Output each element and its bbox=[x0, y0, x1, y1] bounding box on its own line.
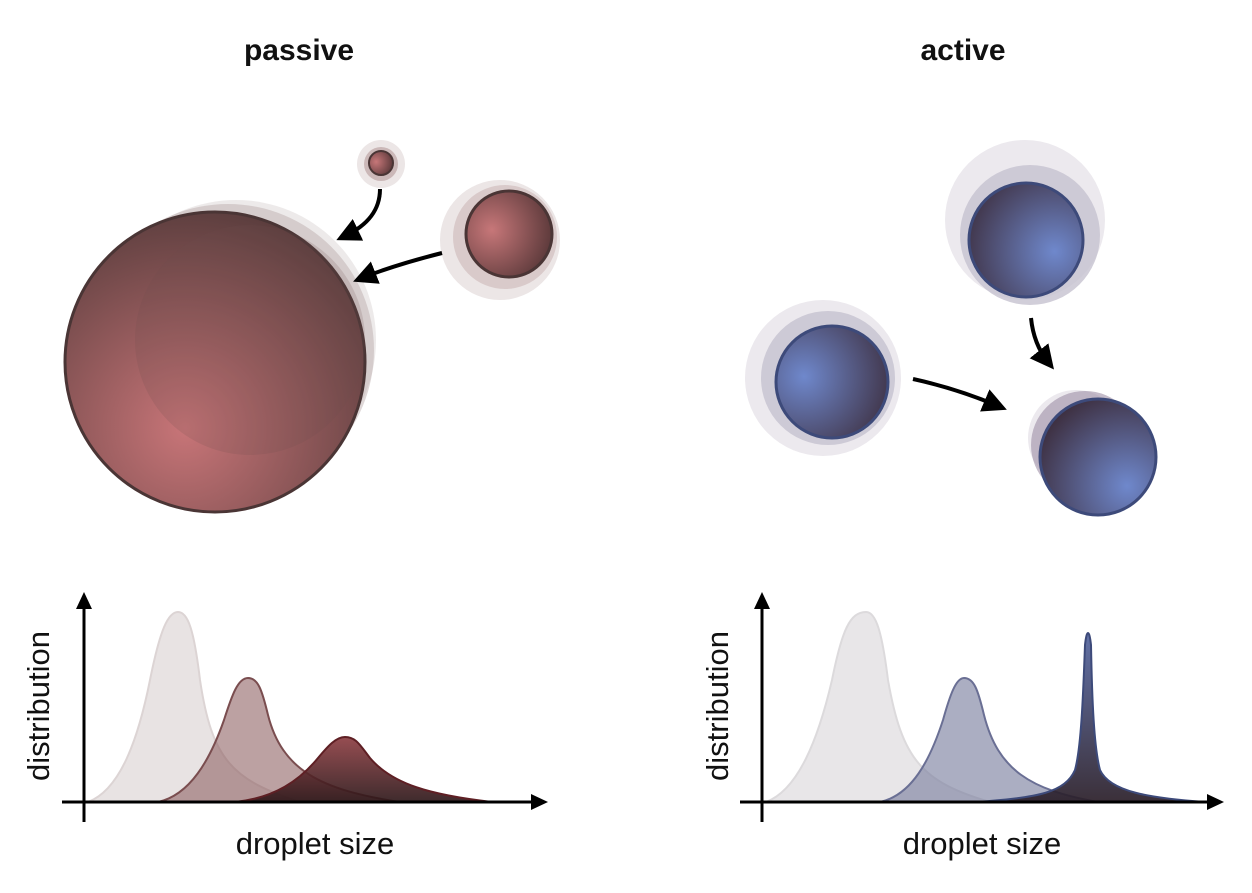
passive-arrow-medium-to-large bbox=[353, 251, 443, 284]
active-arrow-top-to-target bbox=[1029, 317, 1054, 370]
passive-x-axis-label: droplet size bbox=[235, 826, 395, 861]
active-curve-final bbox=[974, 631, 1206, 803]
passive-y-axis-arrowhead bbox=[76, 592, 92, 609]
passive-large-droplet-inner-ghost bbox=[135, 225, 365, 455]
passive-curve-final bbox=[234, 735, 493, 803]
active-top-droplet bbox=[967, 181, 1085, 299]
passive-y-axis-label: distribution bbox=[21, 631, 56, 781]
active-target-droplet bbox=[1038, 397, 1158, 517]
passive-small-droplet bbox=[368, 150, 394, 176]
active-y-axis-label: distribution bbox=[700, 631, 735, 781]
passive-droplets bbox=[63, 140, 560, 514]
active-curve-intermediate bbox=[879, 676, 1099, 803]
active-distribution-plot bbox=[740, 592, 1224, 822]
passive-arrow-small-to-large bbox=[336, 188, 382, 241]
active-panel-title: active bbox=[920, 34, 1006, 67]
passive-distribution-plot bbox=[62, 592, 548, 822]
passive-panel-title: passive bbox=[243, 34, 355, 67]
passive-large-droplet bbox=[63, 210, 367, 514]
active-droplets bbox=[745, 140, 1158, 517]
active-curve-initial bbox=[765, 610, 991, 803]
active-left-droplet bbox=[774, 324, 890, 440]
passive-medium-droplet bbox=[464, 189, 554, 279]
passive-x-axis-arrowhead bbox=[531, 794, 548, 810]
active-x-axis-label: droplet size bbox=[902, 826, 1062, 861]
active-arrow-left-to-target bbox=[912, 377, 1007, 412]
active-y-axis-arrowhead bbox=[754, 592, 770, 609]
active-x-axis-arrowhead bbox=[1207, 794, 1224, 810]
